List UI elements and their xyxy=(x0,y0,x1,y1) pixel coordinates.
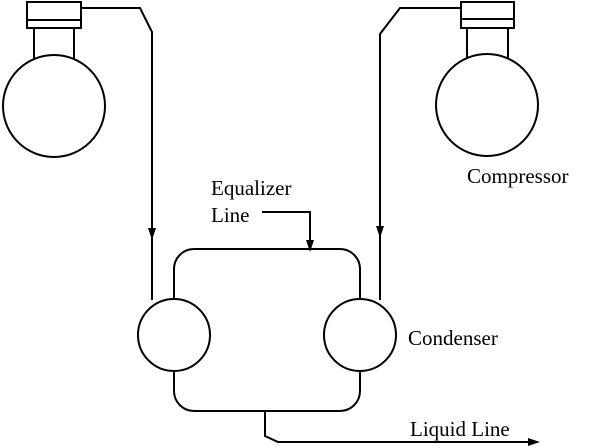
condenser-right xyxy=(323,298,397,372)
equalizer-leader xyxy=(262,211,311,248)
condenser-left xyxy=(137,298,211,372)
equalizer-label-line1: Equalizer xyxy=(211,176,291,200)
condenser-label: Condenser xyxy=(408,326,498,350)
discharge-line-left xyxy=(81,7,153,300)
discharge-line-right xyxy=(379,7,461,300)
compressor-left-head xyxy=(26,1,82,29)
discharge-line-left-arrowhead xyxy=(148,228,156,240)
equalizer-label-line2: Line xyxy=(211,203,249,227)
equalizer-leader-arrowhead xyxy=(306,240,314,252)
compressor-left-body xyxy=(2,54,106,158)
compressor-right-head xyxy=(460,1,515,29)
liquid-line xyxy=(264,411,536,443)
liquid-line-label: Liquid Line xyxy=(410,417,510,441)
compressor-right-body xyxy=(435,53,539,157)
compressor-label: Compressor xyxy=(467,164,569,188)
liquid-line-arrowhead xyxy=(528,438,540,446)
compressor-left xyxy=(2,1,106,158)
discharge-line-right-arrowhead xyxy=(376,226,384,238)
compressor-right xyxy=(435,1,539,157)
